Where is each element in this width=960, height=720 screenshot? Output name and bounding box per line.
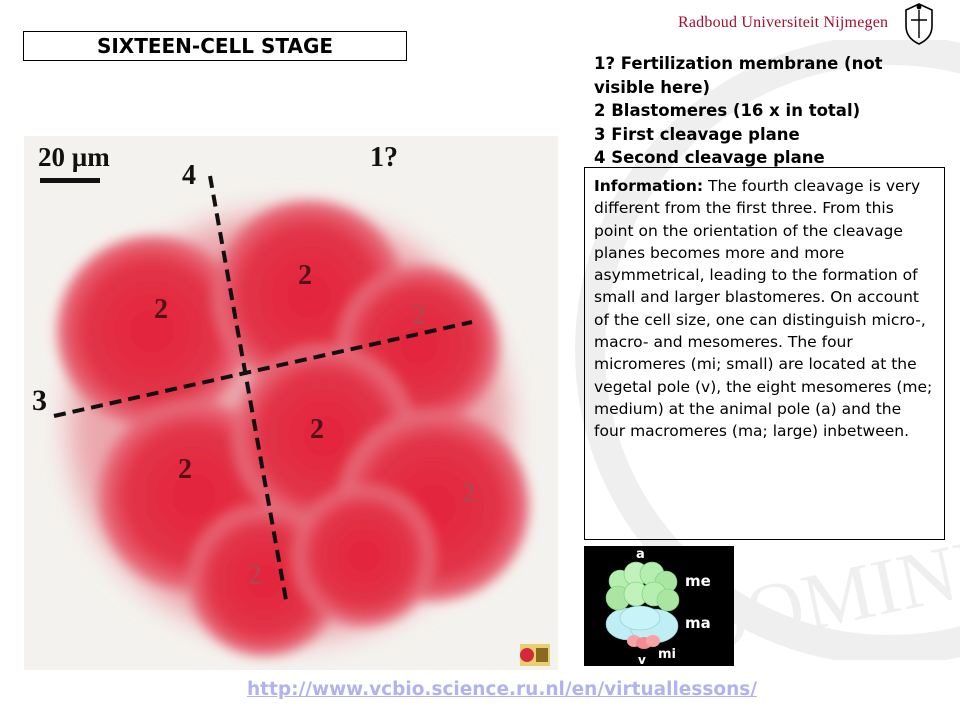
- legend-item: 1? Fertilization membrane (not visible h…: [594, 54, 883, 97]
- first-cleavage-plane: [53, 320, 473, 418]
- sixteen-cell-micrograph: 20 µm 1? 4 3 2 2 2 2 2 2 2: [24, 136, 558, 670]
- blastomere-label: 2: [310, 414, 324, 445]
- blastomere-label: 2: [412, 300, 426, 331]
- legend-item: 4 Second cleavage plane: [594, 148, 825, 167]
- blastomere-schematic: a me ma mi v: [584, 546, 734, 666]
- label-micromeres: mi: [658, 647, 676, 662]
- label-macromeres: ma: [685, 614, 711, 632]
- second-cleavage-plane: [208, 175, 288, 601]
- legend-item: 3 First cleavage plane: [594, 124, 800, 144]
- copyright-logo-icon: [520, 644, 550, 666]
- label-second-cleavage: 4: [182, 160, 196, 191]
- information-text: The fourth cleavage is very different fr…: [594, 177, 933, 441]
- blastomere-label: 2: [178, 454, 192, 485]
- blastomere-label: 2: [154, 294, 168, 325]
- legend-item: 2 Blastomeres (16 x in total): [594, 101, 861, 120]
- blastomere-label: 2: [248, 560, 262, 591]
- footer-url-link[interactable]: http://www.vcbio.science.ru.nl/en/virtua…: [246, 679, 758, 700]
- university-seal-icon: [905, 3, 933, 45]
- scale-bar: [40, 178, 100, 183]
- scale-bar-label: 20 µm: [38, 142, 110, 172]
- label-mesomeres: me: [685, 572, 711, 590]
- blastomere-label: 2: [298, 260, 312, 291]
- university-logo-text: Radboud Universiteit Nijmegen: [678, 14, 889, 31]
- slide-title: SIXTEEN-CELL STAGE: [23, 31, 407, 61]
- information-box: Information: The fourth cleavage is very…: [584, 167, 945, 540]
- legend-list: 1? Fertilization membrane (not visible h…: [594, 52, 944, 170]
- information-label: Information:: [594, 177, 704, 195]
- label-first-cleavage: 3: [32, 384, 47, 417]
- blastomere-label: 2: [462, 478, 476, 509]
- label-animal-pole: a: [636, 547, 645, 562]
- label-vegetal-pole: v: [638, 653, 646, 666]
- label-membrane: 1?: [370, 142, 398, 173]
